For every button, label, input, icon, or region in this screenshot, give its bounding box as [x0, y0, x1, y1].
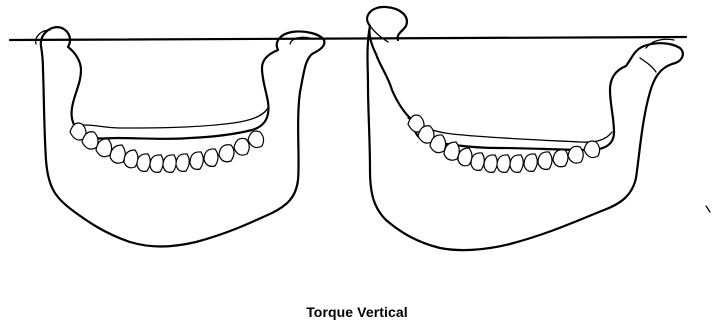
right-tooth — [458, 148, 472, 166]
left-tooth — [163, 155, 176, 172]
left-tooth — [137, 154, 150, 171]
right-tooth — [510, 155, 523, 172]
right-teeth-row — [408, 115, 600, 172]
left-teeth-row — [70, 123, 264, 172]
right-tooth — [497, 155, 510, 172]
right-mandible-outline — [368, 26, 683, 250]
left-tooth — [248, 131, 264, 148]
right-tooth — [538, 152, 552, 169]
right-tooth — [584, 141, 600, 158]
right-tooth — [524, 154, 537, 171]
left-tooth — [176, 154, 189, 171]
edge-mark — [706, 206, 710, 212]
right-tooth — [553, 150, 568, 167]
right-mandible — [367, 7, 683, 250]
right-mandible-left-condyle — [367, 7, 407, 40]
left-tooth — [124, 150, 138, 168]
left-alveolar-line — [72, 108, 268, 130]
left-tooth — [219, 145, 234, 162]
right-mandible-right-notch-inner — [640, 58, 656, 72]
reference-line — [10, 37, 686, 40]
figure-caption: Torque Vertical — [0, 304, 714, 320]
left-tooth — [110, 145, 125, 163]
right-tooth — [471, 153, 484, 170]
left-tooth — [234, 138, 249, 155]
left-mandible — [36, 27, 325, 246]
right-tooth — [568, 146, 583, 163]
left-tooth — [150, 155, 163, 172]
right-mandible-left-notch — [370, 26, 388, 42]
left-tooth — [190, 152, 203, 169]
right-tooth — [484, 155, 497, 172]
left-tooth — [204, 149, 218, 166]
